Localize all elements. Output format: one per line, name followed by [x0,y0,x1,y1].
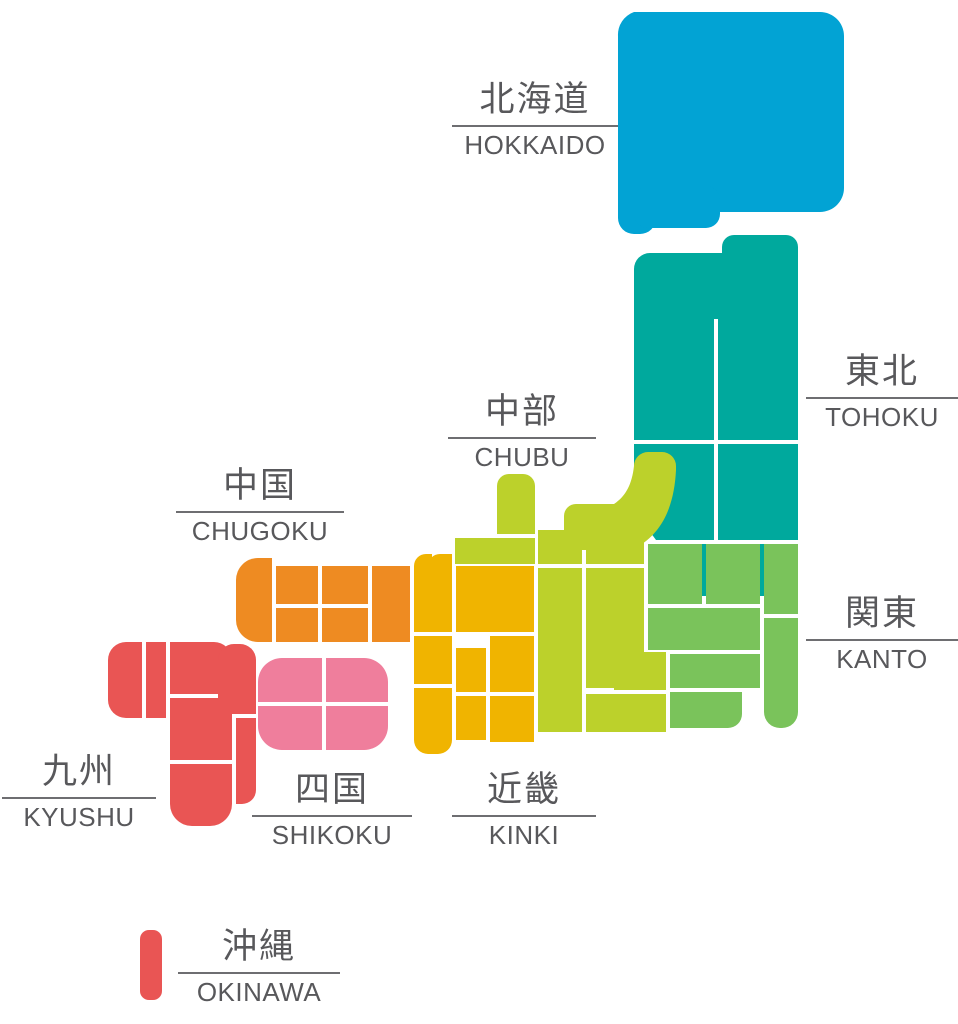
prefecture-chubu-upper-right [586,530,644,564]
label-rule [806,639,958,641]
prefecture-kagoshima [170,764,232,826]
region-shape-chubu[interactable] [455,452,676,732]
region-shape-chugoku[interactable] [236,558,410,642]
prefecture-yamaguchi [236,558,272,642]
prefecture-tottori [322,566,368,604]
region-label-hokkaido-en: HOKKAIDO [464,130,606,160]
region-label-kinki-en: KINKI [488,820,560,850]
prefecture-fukui [497,538,535,564]
prefecture-akita [634,312,714,440]
region-label-tohoku-en: TOHOKU [825,402,939,432]
prefecture-aichi [538,694,582,732]
prefecture-iwate [718,312,798,440]
region-shape-shikoku[interactable] [258,658,388,750]
region-label-kanto-en: KANTO [836,644,928,674]
label-rule [806,397,958,399]
prefecture-osaka [456,648,486,692]
prefecture-shimane [276,566,318,604]
prefecture-aomori [634,235,798,319]
region-label-tohoku[interactable]: 東北 TOHOKU [806,350,958,433]
prefecture-saitama [648,608,760,650]
region-shape-kyushu[interactable] [108,642,256,826]
region-label-okinawa-ja: 沖縄 [221,927,296,967]
prefecture-kumamoto [170,698,232,760]
region-label-kanto-ja: 関東 [844,594,919,634]
prefecture-ibaraki [764,544,798,614]
prefecture-shizuoka [586,694,666,732]
prefecture-nagasaki [108,642,142,718]
region-label-shikoku-ja: 四国 [294,770,369,810]
prefecture-okayama [322,608,368,642]
region-label-kinki-ja: 近畿 [486,770,561,810]
prefecture-oita [218,644,256,714]
prefecture-wakayama [414,688,452,754]
region-label-chubu-en: CHUBU [474,442,570,472]
prefecture-saga [146,642,166,718]
prefecture-nagano-top [538,530,582,564]
region-label-kinki[interactable]: 近畿 KINKI [452,768,596,851]
label-rule [178,972,340,974]
prefecture-ehime [258,658,322,702]
region-label-kyushu-en: KYUSHU [23,802,135,832]
region-label-hokkaido-ja: 北海道 [479,80,591,120]
region-shape-kanto[interactable] [648,544,798,728]
region-shape-kinki[interactable] [414,554,534,754]
region-label-chubu-ja: 中部 [484,392,559,432]
prefecture-toyama [497,474,535,534]
prefecture-shiga [456,566,534,632]
prefecture-fukuoka [170,642,232,694]
prefecture-chiba [764,618,798,728]
prefecture-niigata [564,452,676,550]
prefecture-kanagawa [670,692,742,728]
prefecture-nara [456,696,486,740]
region-label-okinawa-en: OKINAWA [196,977,322,1007]
region-shape-tohoku[interactable] [634,235,798,596]
okinawa-shape[interactable] [140,930,162,1000]
prefecture-tokyo [670,654,760,688]
region-shape-hokkaido[interactable] [617,12,844,234]
prefecture-miyagi [718,444,798,540]
label-rule [452,125,618,127]
region-label-kyushu-ja: 九州 [41,752,116,792]
region-label-shikoku-en: SHIKOKU [271,820,393,850]
region-label-hokkaido[interactable]: 北海道 HOKKAIDO [452,78,618,161]
prefecture-kagawa [326,658,388,702]
label-rule [252,815,412,817]
prefecture-mie [490,636,534,692]
label-rule [176,511,344,513]
region-label-kanto[interactable]: 関東 KANTO [806,592,958,675]
prefecture-hyogo [414,636,452,684]
region-label-chugoku-ja: 中国 [222,466,297,506]
label-rule [2,797,156,799]
region-label-chugoku-en: CHUGOKU [191,516,329,546]
region-label-chugoku[interactable]: 中国 CHUGOKU [176,464,344,547]
region-label-kyushu[interactable]: 九州 KYUSHU [2,750,156,833]
prefecture-yamanashi [614,652,666,690]
prefecture-tochigi [706,544,760,604]
label-rule [448,437,596,439]
prefecture-hiroshima [276,608,318,642]
region-label-tohoku-ja: 東北 [844,352,919,392]
prefecture-kochi [258,706,322,750]
prefecture-tokushima [326,706,388,750]
region-label-okinawa[interactable]: 沖縄 OKINAWA [178,925,340,1008]
region-label-chubu[interactable]: 中部 CHUBU [448,390,596,473]
region-label-shikoku[interactable]: 四国 SHIKOKU [252,768,412,851]
prefecture-gunma [648,544,702,604]
prefecture-hyogo-west [372,566,410,642]
label-rule [452,815,596,817]
